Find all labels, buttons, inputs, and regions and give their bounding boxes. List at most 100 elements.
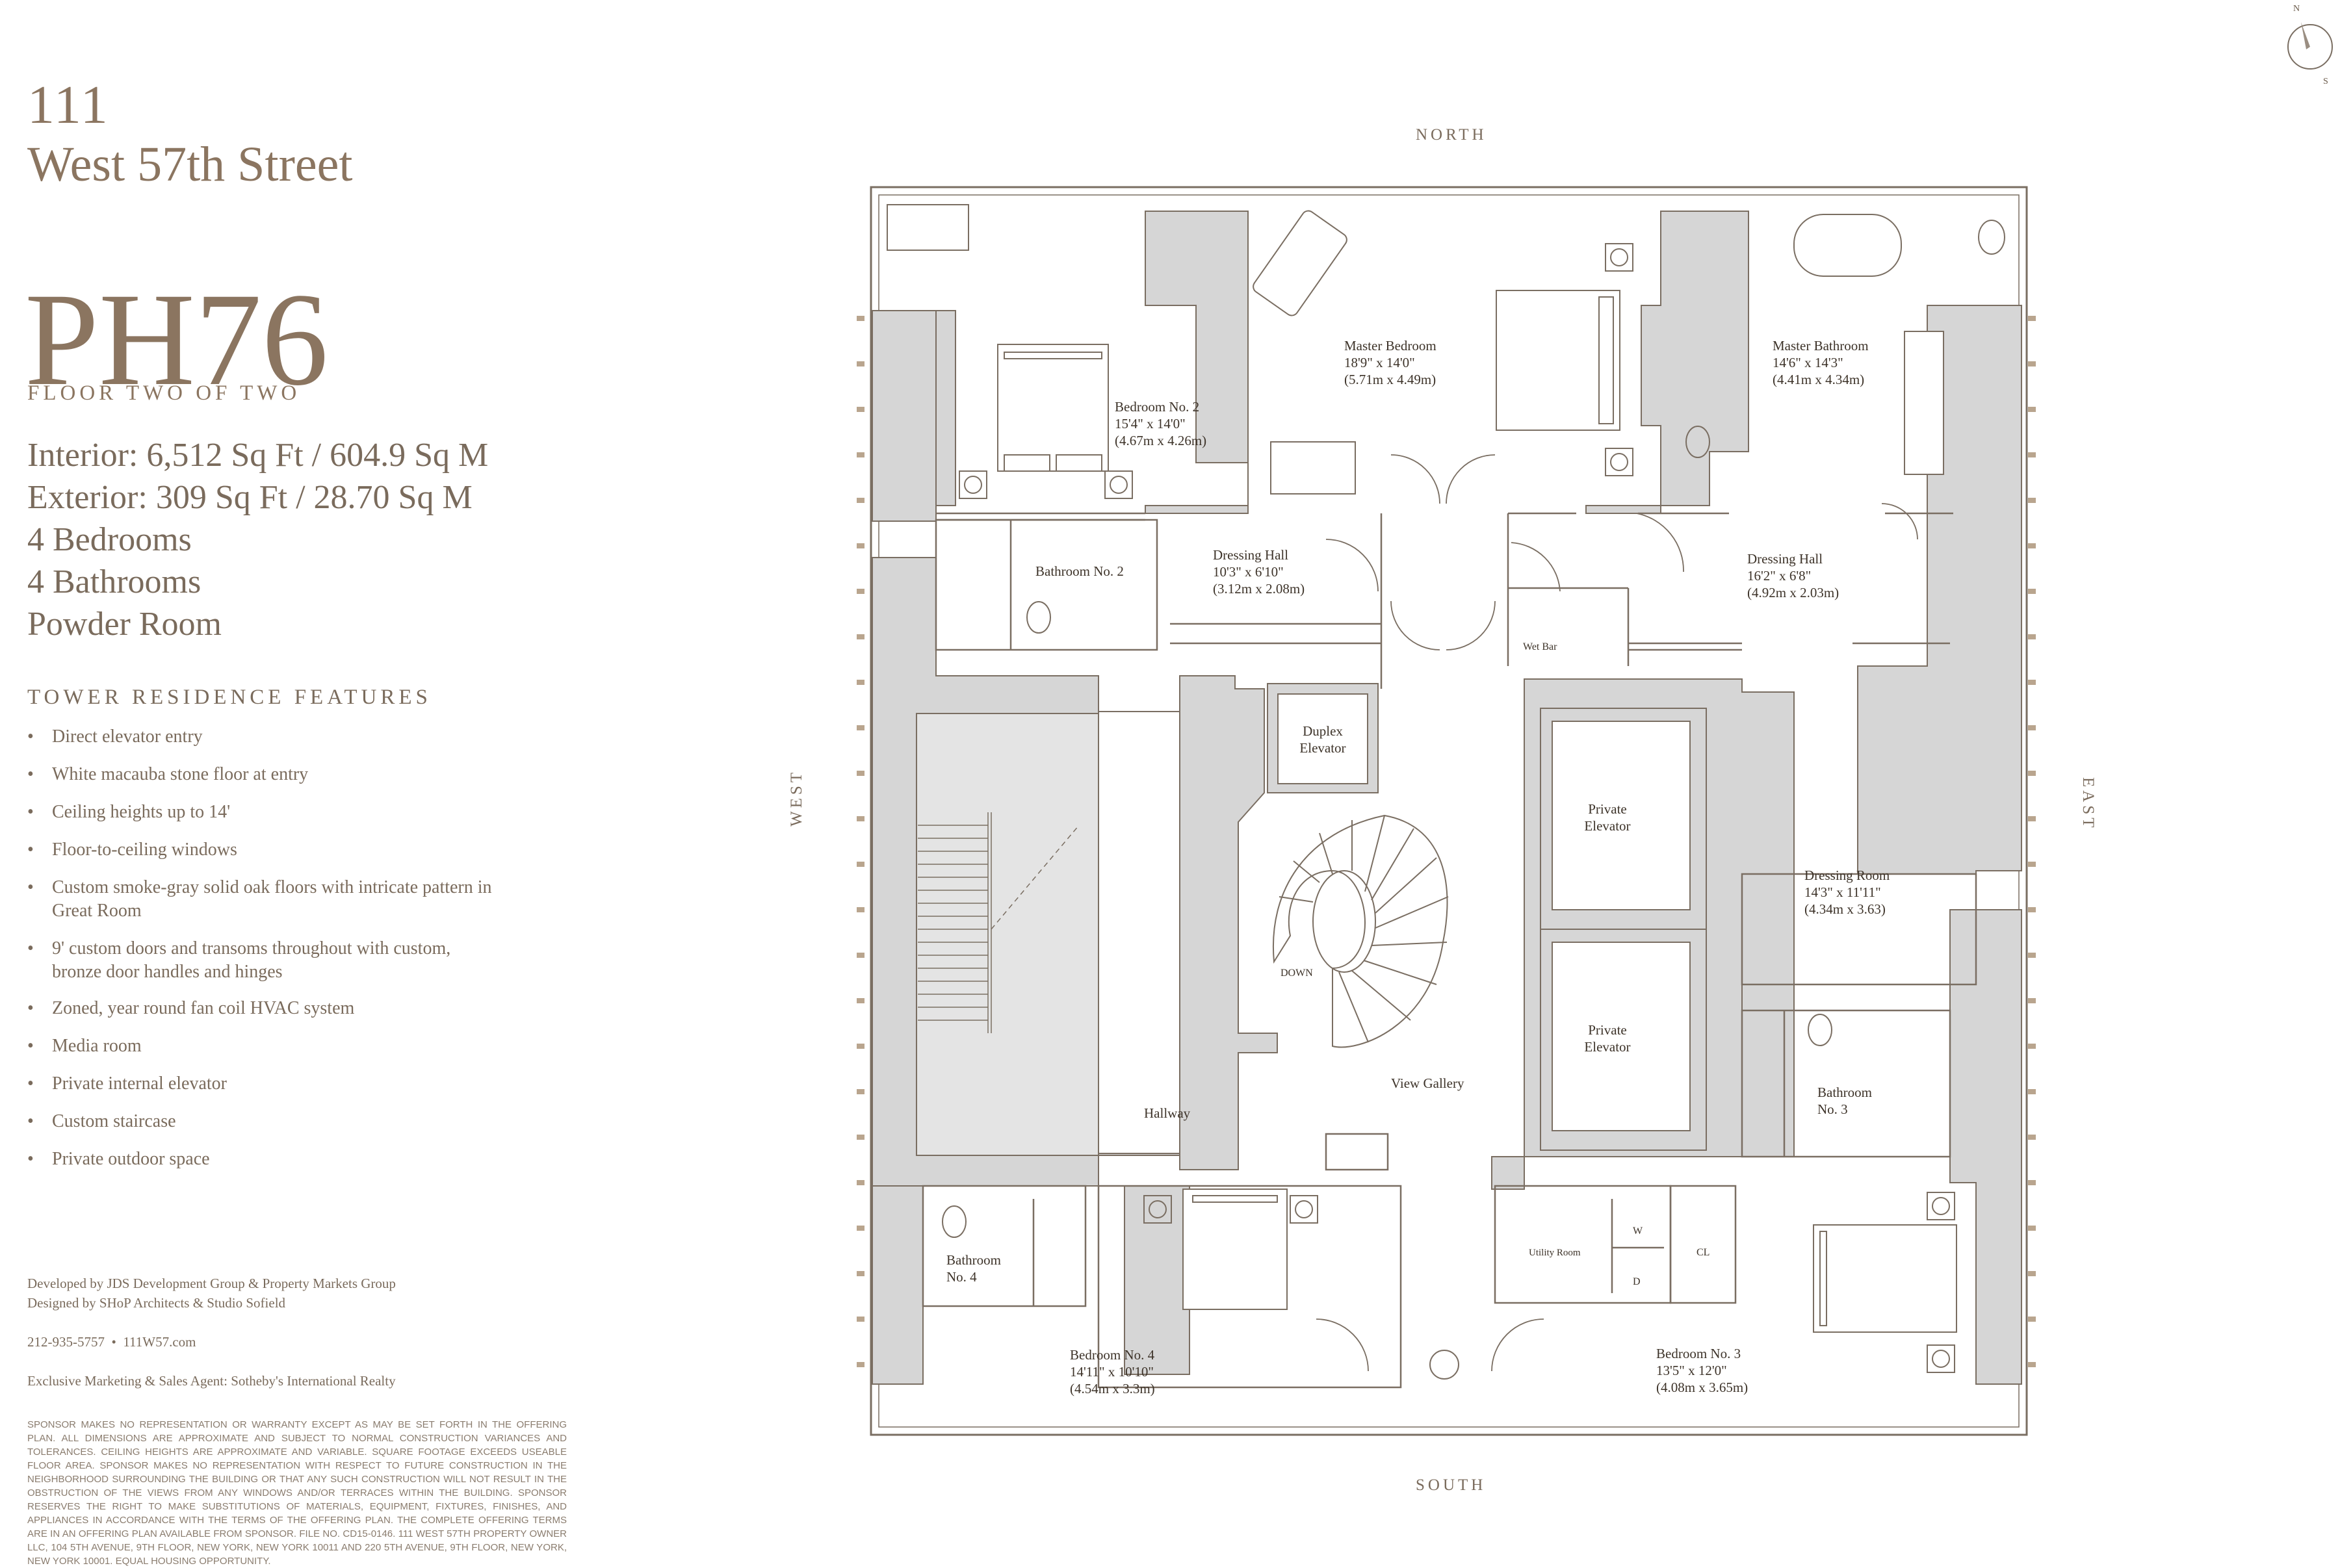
feature-item: •Floor-to-ceiling windows <box>27 838 495 862</box>
vanity-icon <box>1904 331 1944 475</box>
room-metric: (4.41m x 4.34m) <box>1773 372 1865 387</box>
room-line: Elevator <box>1584 1039 1631 1055</box>
washer-label: W <box>1633 1226 1643 1237</box>
floor-plan: Master Bedroom 18'9" x 14'0" (5.71m x 4.… <box>845 175 2048 1469</box>
stair-landing <box>916 713 1099 1156</box>
room-metric: (3.12m x 2.08m) <box>1213 581 1305 597</box>
bullet: • <box>27 1073 34 1094</box>
room-name: Bedroom No. 2 <box>1115 399 1200 415</box>
room-label-bedroom-4: Bedroom No. 4 14'11" x 10'10" (4.54m x 3… <box>1070 1346 1155 1397</box>
room-label-bathroom-4: Bathroom No. 4 <box>946 1252 1001 1285</box>
bullet: • <box>27 802 34 822</box>
room-name: Bedroom No. 3 <box>1656 1346 1741 1361</box>
feature-text: Zoned, year round fan coil HVAC system <box>52 998 355 1018</box>
private-elevator-car-2 <box>1552 942 1691 1131</box>
room-label-wet-bar: Wet Bar <box>1523 641 1557 652</box>
room-dimensions: 18'9" x 14'0" <box>1344 355 1415 370</box>
feature-text: Floor-to-ceiling windows <box>52 840 237 860</box>
features-title: TOWER RESIDENCE FEATURES <box>27 686 432 709</box>
room-dimensions: 10'3" x 6'10" <box>1213 564 1284 580</box>
bed-icons <box>887 204 1957 1333</box>
room-line: Bathroom <box>1817 1085 1872 1100</box>
room-label-dressing-room: Dressing Room 14'3" x 11'11" (4.34m x 3.… <box>1804 867 1890 918</box>
compass-north-label: NORTH <box>1416 126 1487 144</box>
room-name: Dressing Room <box>1804 868 1890 883</box>
room-label-master-bedroom: Master Bedroom 18'9" x 14'0" (5.71m x 4.… <box>1344 337 1436 388</box>
spec-exterior: Exterior: 309 Sq Ft / 28.70 Sq M <box>27 479 473 516</box>
room-label-dressing-hall-west: Dressing Hall 10'3" x 6'10" (3.12m x 2.0… <box>1213 546 1305 597</box>
spec-powder-room: Powder Room <box>27 606 222 643</box>
compass-east-label: EAST <box>2079 777 2097 831</box>
room-label-bedroom-2: Bedroom No. 2 15'4" x 14'0" (4.67m x 4.2… <box>1115 398 1206 449</box>
compass-s-letter: S <box>2323 77 2328 86</box>
feature-text: Private internal elevator <box>52 1073 227 1094</box>
feature-text: Custom staircase <box>52 1111 176 1131</box>
room-metric: (4.54m x 3.3m) <box>1070 1381 1155 1396</box>
bathtub-icon <box>1793 214 1902 277</box>
room-label-private-elevator-2: Private Elevator <box>1572 1022 1643 1055</box>
room-name: Dressing Hall <box>1747 551 1823 567</box>
feature-text: White macauba stone floor at entry <box>52 764 309 784</box>
bed-icon <box>1182 1189 1288 1310</box>
feature-item: • Private outdoor space <box>27 1148 495 1171</box>
building-number: 111 <box>27 75 109 135</box>
door-swings <box>1316 454 1918 1372</box>
room-metric: (4.34m x 3.63) <box>1804 901 1886 917</box>
stair-down-label: DOWN <box>1280 968 1313 979</box>
room-label-master-bathroom: Master Bathroom 14'6" x 14'3" (4.41m x 4… <box>1773 337 1869 388</box>
room-line: Private <box>1588 1022 1627 1038</box>
room-label-private-elevator-1: Private Elevator <box>1572 801 1643 834</box>
unit-name: PH76 <box>25 266 329 413</box>
duplex-elevator-car <box>1277 693 1368 784</box>
room-line: Duplex <box>1303 723 1343 739</box>
feature-item: •9' custom doors and transoms throughout… <box>27 937 495 984</box>
building-street: West 57th Street <box>27 137 353 192</box>
feature-item: • Private internal elevator <box>27 1072 495 1096</box>
private-elevator-car-1 <box>1552 721 1691 910</box>
feature-item: • Media room <box>27 1035 495 1058</box>
feature-text: Media room <box>52 1036 142 1056</box>
floor-subtitle: FLOOR TWO OF TWO <box>27 381 301 405</box>
room-dimensions: 14'3" x 11'11" <box>1804 884 1881 900</box>
compass-south-label: SOUTH <box>1416 1476 1487 1494</box>
bullet: • <box>27 764 34 784</box>
dryer-label: D <box>1633 1276 1641 1287</box>
compass-west-label: WEST <box>788 769 805 827</box>
feature-item: •Custom staircase <box>27 1110 495 1133</box>
room-label-utility-room: Utility Room <box>1529 1248 1581 1258</box>
bed-icon <box>997 344 1109 472</box>
feature-item: • White macauba stone floor at entry <box>27 763 495 786</box>
window-mullions <box>857 316 2036 1367</box>
room-label-hallway: Hallway <box>1144 1105 1191 1121</box>
spec-bathrooms: 4 Bathrooms <box>27 563 202 600</box>
feature-text: Direct elevator entry <box>52 726 203 747</box>
bullet: • <box>27 1149 34 1169</box>
feature-text: 9' custom doors and transoms throughout … <box>52 938 451 982</box>
room-label-bedroom-3: Bedroom No. 3 13'5" x 12'0" (4.08m x 3.6… <box>1656 1345 1748 1396</box>
room-label-duplex-elevator: Duplex Elevator <box>1287 723 1358 756</box>
room-line: Elevator <box>1299 740 1346 756</box>
room-name: Master Bedroom <box>1344 338 1436 353</box>
room-metric: (4.08m x 3.65m) <box>1656 1380 1748 1395</box>
room-metric: (4.67m x 4.26m) <box>1115 433 1207 448</box>
room-dimensions: 13'5" x 12'0" <box>1656 1363 1727 1378</box>
developer-credit: Developed by JDS Development Group & Pro… <box>27 1276 396 1291</box>
room-name: Bedroom No. 4 <box>1070 1347 1155 1363</box>
feature-item: •Custom smoke-gray solid oak floors with… <box>27 876 495 923</box>
feature-text: Private outdoor space <box>52 1149 210 1169</box>
room-line: No. 4 <box>946 1269 977 1285</box>
room-line: Elevator <box>1584 818 1631 834</box>
chaise-icon <box>1253 210 1347 316</box>
bullet: • <box>27 1036 34 1056</box>
spiral-staircase <box>1273 814 1449 1048</box>
agent-credit: Exclusive Marketing & Sales Agent: Sothe… <box>27 1373 396 1389</box>
stair-treads <box>918 812 1080 1033</box>
room-label-bathroom-2: Bathroom No. 2 <box>1035 563 1124 579</box>
bullet: • <box>27 998 34 1018</box>
room-name: Master Bathroom <box>1773 338 1869 353</box>
room-dimensions: 14'6" x 14'3" <box>1773 355 1843 370</box>
building-outline <box>870 186 2028 1436</box>
room-dimensions: 14'11" x 10'10" <box>1070 1364 1154 1380</box>
room-metric: (4.92m x 2.03m) <box>1747 585 1840 600</box>
bed-icon <box>1813 1224 1957 1333</box>
